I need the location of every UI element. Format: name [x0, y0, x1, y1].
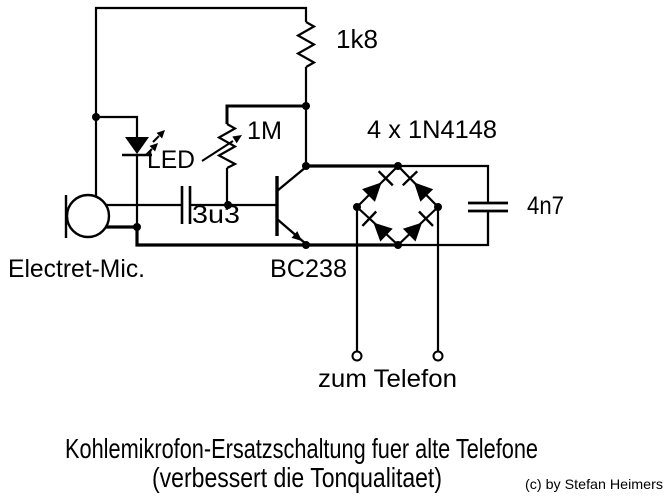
diode-top-right: [414, 182, 434, 202]
led-light-arrow-tail-2: [145, 148, 153, 156]
junction-dot: [434, 203, 442, 211]
diode-bottom-left: [373, 222, 393, 242]
led-triangle: [125, 137, 149, 154]
diode-bar-bottom-right: [418, 210, 434, 227]
junction-dot: [224, 201, 232, 209]
diode-bar-bottom-left: [361, 210, 378, 227]
caption-title-line2: (verbessert die Tonqualitaet): [152, 462, 442, 493]
junction-dot: [394, 241, 402, 249]
diode-top-left: [362, 182, 382, 202]
resistor-1k8: [295, 21, 317, 68]
trimmer-arrow-tail: [201, 140, 234, 162]
output-terminal-right: [432, 350, 444, 362]
junction-dot: [133, 223, 141, 231]
wire-led-branch: [96, 115, 139, 137]
junction-dot: [302, 162, 310, 170]
label-bc238: BC238: [270, 255, 347, 283]
junction-dot: [92, 113, 100, 121]
led-light-arrow-head-1: [156, 130, 165, 139]
transistor-emitter-arrow: [291, 231, 302, 241]
junction-dot: [302, 102, 310, 110]
label-led: LED: [147, 146, 195, 174]
wire-bridge-to-4n7: [398, 164, 490, 203]
resistor-1m-trimmer: [216, 123, 238, 169]
led-light-arrow-head-2: [149, 143, 158, 152]
transistor-collector-lead: [276, 166, 307, 192]
electret-mic-body: [65, 193, 111, 239]
label-electret-mic: Electret-Mic.: [8, 255, 145, 283]
caption-title-line1: Kohlemikrofon-Ersatzschaltung fuer alte …: [65, 433, 538, 464]
junction-dot: [394, 162, 402, 170]
wire-supply-rail: [94, 6, 308, 197]
label-1m: 1M: [247, 117, 282, 145]
wire-1m-top: [225, 104, 306, 124]
caption-copyright: (c) by Stefan Heimers: [525, 476, 663, 492]
wire-ground-to-4n7: [398, 211, 490, 247]
trimmer-arrow-head: [232, 135, 242, 144]
wire-ground-rail: [105, 225, 398, 247]
label-4n7: 4n7: [527, 192, 564, 220]
output-terminal-left: [351, 350, 363, 362]
label-3u3: 3u3: [192, 201, 240, 229]
diode-bottom-right: [402, 222, 422, 242]
label-1k8: 1k8: [336, 24, 378, 54]
junction-dot: [353, 203, 361, 211]
label-diodes: 4 x 1N4148: [367, 116, 497, 144]
junction-dot: [302, 241, 310, 249]
diode-bar-top-right: [401, 170, 419, 187]
label-zum-telefon: zum Telefon: [318, 365, 457, 393]
diode-bar-top-left: [377, 170, 394, 187]
led-light-arrow-tail-1: [152, 135, 160, 143]
